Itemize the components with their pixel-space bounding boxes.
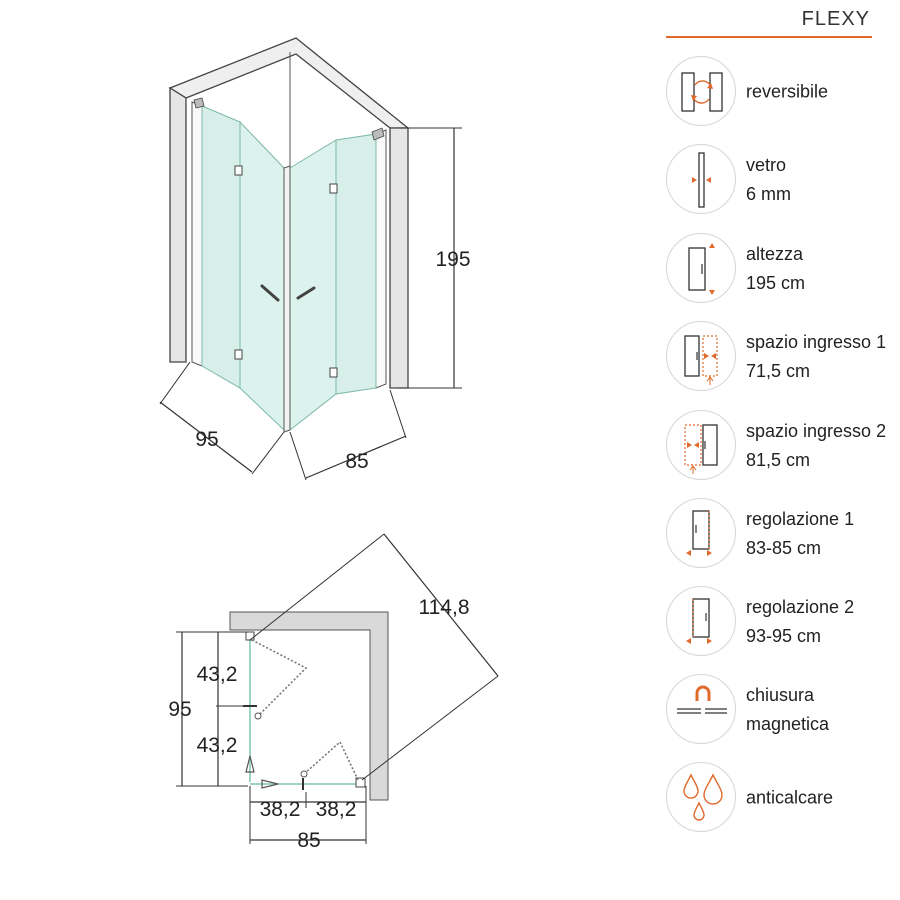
right-width-dimension-label: 85: [345, 450, 368, 473]
brand-underline: [666, 36, 872, 38]
depth-dimension-label: 95: [168, 698, 191, 721]
diagonal-dimension-label: 114,8: [419, 596, 470, 619]
feature-height: altezza 195 cm: [666, 233, 900, 305]
magnetic-closure-icon: [677, 685, 727, 714]
shower-diagrams: 195 95 85: [159, 37, 499, 852]
entrance-space-2-icon: [684, 424, 718, 474]
glass-thickness-icon: [692, 152, 711, 208]
plan-view: 114,8 95 43,2 43,2 38,2 38,2 85: [168, 533, 499, 852]
feature-entrance-1-line2: 71,5 cm: [746, 361, 811, 381]
left-width-dimension-label: 95: [195, 428, 218, 451]
feature-magnetic-closure: chiusura magnetica: [666, 674, 900, 746]
feature-adjustment-2: regolazione 2 93-95 cm: [666, 586, 900, 658]
feature-anti-limescale: anticalcare: [666, 762, 900, 834]
feature-glass: vetro 6 mm: [666, 144, 900, 216]
height-dimension-label: 195: [435, 248, 470, 271]
feature-adjustment-1-line2: 83-85 cm: [746, 538, 822, 558]
feature-height-line1: altezza: [746, 244, 804, 264]
feature-adjustment-1-line1: regolazione 1: [746, 509, 855, 529]
depth-part-bottom-label: 43,2: [197, 734, 238, 757]
feature-entrance-2-line2: 81,5 cm: [746, 450, 811, 470]
adjustment-1-icon: [686, 510, 712, 556]
width-part-right-label: 38,2: [316, 798, 357, 821]
feature-adjustment-1: regolazione 1 83-85 cm: [666, 498, 900, 570]
feature-adjustment-2-line2: 93-95 cm: [746, 626, 822, 646]
feature-entrance-2-line1: spazio ingresso 2: [746, 421, 887, 441]
feature-reversible: reversibile: [666, 56, 900, 128]
feature-anti-limescale-line1: anticalcare: [746, 787, 834, 808]
adjustment-2-icon: [686, 598, 712, 644]
reversible-icon: [681, 72, 723, 112]
width-dimension-label: 85: [297, 829, 320, 852]
anti-limescale-icon: [683, 773, 723, 821]
brand-title: FLEXY: [801, 8, 870, 30]
width-part-left-label: 38,2: [260, 798, 301, 821]
feature-glass-line2: 6 mm: [746, 184, 791, 204]
height-icon: [688, 243, 715, 295]
feature-adjustment-2-line1: regolazione 2: [746, 597, 855, 617]
feature-magnetic-closure-line2: magnetica: [746, 714, 830, 734]
feature-entrance-2: spazio ingresso 2 81,5 cm: [666, 410, 900, 482]
entrance-space-1-icon: [684, 335, 718, 385]
feature-entrance-1: spazio ingresso 1 71,5 cm: [666, 321, 900, 393]
isometric-view: 195 95 85: [159, 37, 471, 481]
feature-reversible-line1: reversibile: [746, 81, 829, 102]
feature-magnetic-closure-line1: chiusura: [746, 685, 815, 705]
depth-part-top-label: 43,2: [197, 663, 238, 686]
feature-entrance-1-line1: spazio ingresso 1: [746, 332, 887, 352]
feature-glass-line1: vetro: [746, 155, 787, 175]
feature-height-line2: 195 cm: [746, 273, 806, 293]
